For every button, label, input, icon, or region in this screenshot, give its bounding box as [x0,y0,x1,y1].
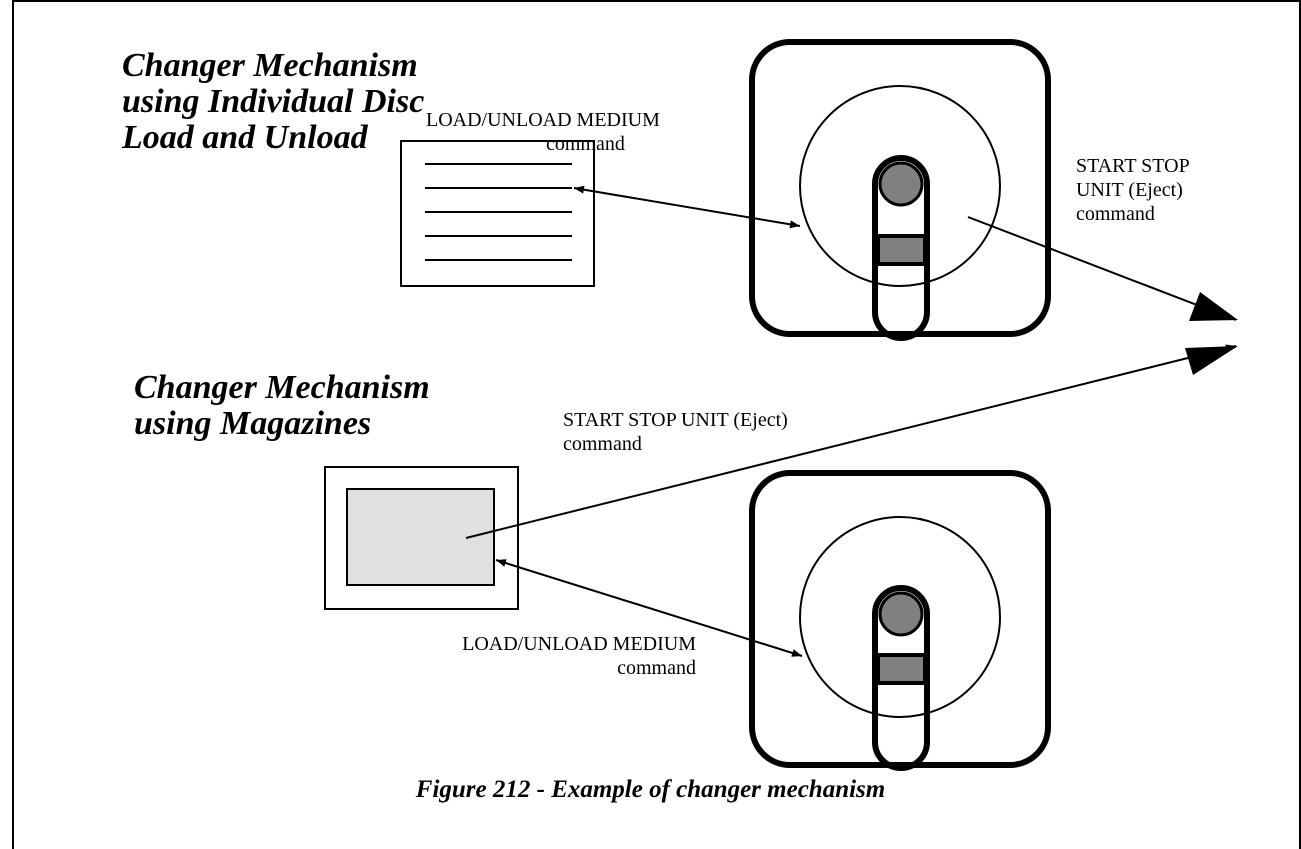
disc-list-box [400,140,595,287]
top-load-unload-arrow [573,185,801,229]
top-load-unload-label: LOAD/UNLOAD MEDIUM command [426,108,660,156]
top-section-heading: Changer Mechanism using Individual Disc … [122,48,424,156]
figure-frame [12,0,1301,849]
bottom-disc-tray [876,653,927,685]
bottom-eject-arrow [465,344,1237,539]
top-heading-line-3: Load and Unload [122,119,368,156]
bottom-load-unload-arrow [495,559,803,657]
top-eject-arrow [967,216,1237,321]
bottom-load-unload-label: LOAD/UNLOAD MEDIUM command [386,632,696,680]
bottom-heading-line-1: Changer Mechanism [134,369,430,406]
bottom-load-label-line-1: LOAD/UNLOAD MEDIUM [462,633,696,655]
bottom-disc-hub [878,591,924,637]
bottom-eject-label-line-1: START STOP UNIT (Eject) [563,409,788,431]
top-disc-hub [878,161,924,207]
bottom-eject-label: START STOP UNIT (Eject) command [563,408,788,456]
top-eject-label: START STOP UNIT (Eject) command [1076,154,1190,226]
bottom-eject-arrowhead [1185,346,1238,375]
magazine-box [324,466,519,610]
figure-caption: Figure 212 - Example of changer mechanis… [415,776,886,803]
bottom-load-label-line-2: command [617,657,696,679]
bottom-section-heading: Changer Mechanism using Magazines [134,370,430,442]
bottom-eject-label-line-2: command [563,433,642,455]
top-load-label-line-2: command [546,133,625,155]
top-disc-drive [749,39,1051,341]
top-load-label-line-1: LOAD/UNLOAD MEDIUM [426,109,660,131]
top-eject-label-line-2: UNIT (Eject) [1076,179,1183,201]
top-disc-tray [876,234,927,266]
top-eject-arrowhead [1189,292,1238,321]
top-heading-line-1: Changer Mechanism [122,47,418,84]
top-heading-line-2: using Individual Disc [122,83,425,120]
bottom-disc-drive [749,470,1051,771]
bottom-heading-line-2: using Magazines [134,405,372,442]
top-eject-label-line-1: START STOP [1076,155,1190,177]
top-eject-label-line-3: command [1076,203,1155,225]
